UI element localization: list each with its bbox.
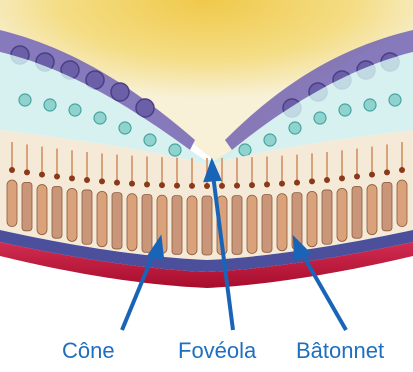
bipolar-cell bbox=[119, 122, 131, 134]
foveola-label: Fovéola bbox=[178, 338, 257, 363]
bipolar-cell bbox=[389, 94, 401, 106]
ganglion-cell bbox=[136, 99, 154, 117]
bipolar-cell bbox=[94, 112, 106, 124]
bipolar-cell bbox=[264, 134, 276, 146]
bipolar-cell bbox=[314, 112, 326, 124]
bipolar-cell bbox=[289, 122, 301, 134]
bipolar-cell bbox=[44, 99, 56, 111]
bipolar-cell bbox=[339, 104, 351, 116]
ganglion-cell bbox=[111, 83, 129, 101]
bipolar-cell bbox=[19, 94, 31, 106]
bipolar-cell bbox=[169, 144, 181, 156]
bipolar-cell bbox=[364, 99, 376, 111]
cone-label: Cône bbox=[62, 338, 115, 363]
rod-label: Bâtonnet bbox=[296, 338, 384, 363]
bipolar-cell bbox=[144, 134, 156, 146]
bipolar-cell bbox=[239, 144, 251, 156]
bipolar-cell bbox=[69, 104, 81, 116]
